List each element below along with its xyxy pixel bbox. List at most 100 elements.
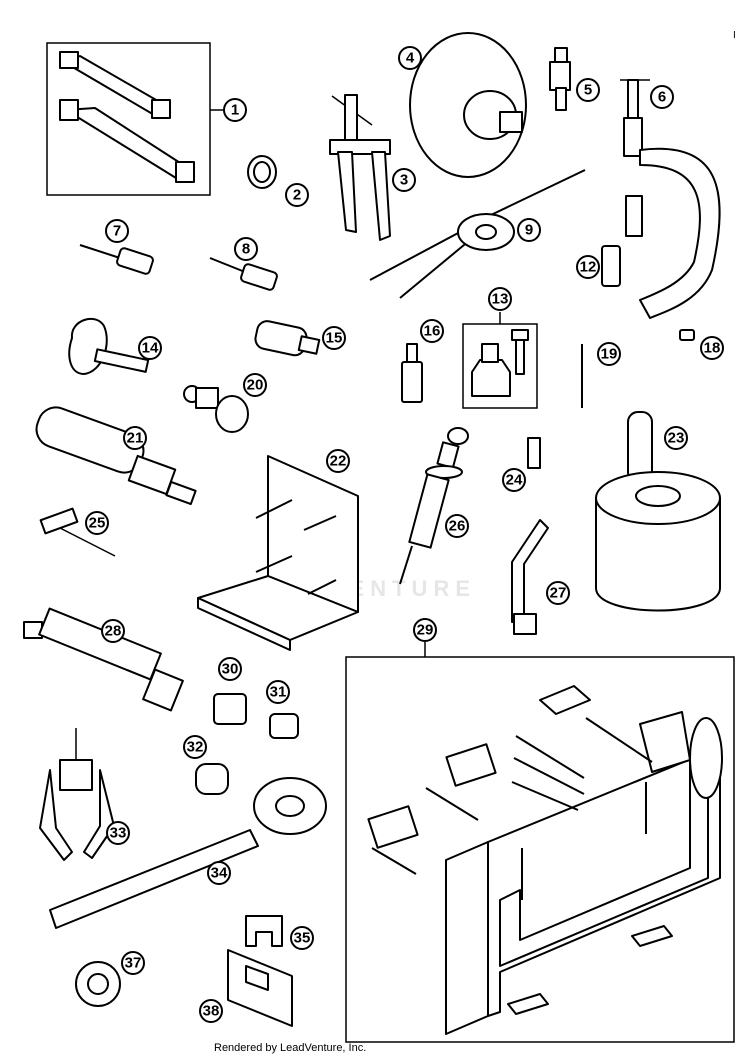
svg-text:23: 23 — [668, 430, 685, 447]
part-1-press-tool — [595, 411, 721, 612]
callout-25: 20 — [243, 373, 267, 397]
callout-29: 6 — [650, 85, 674, 109]
callout-34: 16 — [420, 319, 444, 343]
svg-text:1: 1 — [231, 102, 239, 119]
part-7-pin — [79, 244, 154, 275]
part-6-ring — [247, 155, 277, 189]
callout-6: 2 — [285, 183, 309, 207]
part-2-bearing — [471, 329, 529, 397]
svg-text:34: 34 — [211, 865, 228, 882]
callout-37: 35 — [290, 926, 314, 950]
svg-text:4: 4 — [406, 50, 415, 67]
svg-text:25: 25 — [89, 515, 106, 532]
svg-text:22: 22 — [330, 453, 347, 470]
callout-24: 8 — [234, 237, 258, 261]
svg-text:29: 29 — [417, 622, 434, 639]
part-14-sleeve — [601, 245, 621, 287]
svg-text:3: 3 — [400, 172, 408, 189]
part-27-puller — [39, 728, 115, 861]
svg-text:28: 28 — [105, 623, 122, 640]
callout-18: 31 — [266, 680, 290, 704]
part-32-plate — [409, 32, 527, 178]
part-25-adapter — [183, 385, 249, 433]
svg-text:2: 2 — [293, 187, 301, 204]
svg-text:19: 19 — [601, 346, 618, 363]
callout-23: 29 — [413, 618, 437, 642]
svg-text:16: 16 — [424, 323, 441, 340]
callout-30: 19 — [597, 342, 621, 366]
part-19-wrench — [49, 777, 327, 929]
callout-12: 22 — [326, 449, 350, 473]
svg-text:20: 20 — [247, 377, 264, 394]
callout-33: 24 — [502, 468, 526, 492]
part-21-puller — [329, 94, 391, 241]
svg-text:38: 38 — [203, 1003, 220, 1020]
svg-text:24: 24 — [506, 472, 523, 489]
group-box-23 — [345, 656, 735, 1043]
callout-7: 7 — [105, 219, 129, 243]
callout-2: 13 — [488, 287, 512, 311]
part-3-hex-keys — [39, 507, 116, 557]
part-33-pin — [527, 437, 541, 469]
callout-35: 26 — [445, 514, 469, 538]
callout-13: 14 — [138, 336, 162, 360]
part-29-c-clamp — [620, 79, 721, 319]
part-16-bushing — [213, 693, 247, 725]
svg-text:35: 35 — [294, 930, 311, 947]
callout-4: 1 — [223, 98, 247, 122]
svg-text:18: 18 — [704, 340, 721, 357]
part-35-syringe — [399, 427, 469, 585]
part-18-bushing — [269, 713, 299, 739]
callout-20: 15 — [322, 326, 346, 350]
callout-21: 3 — [392, 168, 416, 192]
part-31-pin — [679, 329, 695, 341]
svg-text:27: 27 — [550, 585, 567, 602]
part-9-cap — [75, 961, 121, 1007]
part-12-bracket — [197, 455, 359, 651]
svg-text:21: 21 — [127, 430, 144, 447]
callout-9: 37 — [121, 951, 145, 975]
part-20-sleeve — [254, 320, 321, 357]
svg-text:5: 5 — [584, 82, 592, 99]
part-15-cap — [195, 763, 229, 795]
callout-1: 23 — [664, 426, 688, 450]
callout-32: 4 — [398, 46, 422, 70]
svg-text:12: 12 — [580, 259, 597, 276]
part-22-tool — [549, 47, 571, 111]
part-37-plate — [245, 915, 283, 947]
callout-27: 33 — [106, 821, 130, 845]
callout-26: 28 — [101, 619, 125, 643]
callout-3: 25 — [85, 511, 109, 535]
svg-text:37: 37 — [125, 955, 142, 972]
part-8-drift — [35, 406, 197, 506]
part-24-pin — [209, 257, 278, 291]
svg-text:26: 26 — [449, 518, 466, 535]
part-34-bottle — [401, 343, 423, 403]
callout-22: 5 — [576, 78, 600, 102]
svg-text:32: 32 — [187, 739, 204, 756]
part-4-bolts — [59, 51, 195, 183]
svg-text:8: 8 — [242, 241, 250, 258]
render-credit: Rendered by LeadVenture, Inc. — [214, 1042, 367, 1054]
svg-text:13: 13 — [492, 291, 509, 308]
callout-19: 34 — [207, 861, 231, 885]
svg-text:7: 7 — [113, 223, 121, 240]
svg-text:33: 33 — [110, 825, 127, 842]
svg-text:30: 30 — [222, 661, 239, 678]
callout-38: 38 — [199, 999, 223, 1023]
callout-16: 30 — [218, 657, 242, 681]
group-box-4 — [46, 42, 211, 196]
svg-text:31: 31 — [270, 684, 287, 701]
part-28-bearing-puller — [369, 169, 586, 299]
callout-31: 18 — [700, 336, 724, 360]
part-38-block — [227, 949, 293, 1027]
callout-14: 12 — [576, 255, 600, 279]
part-23-engine-stand — [367, 685, 723, 1035]
svg-text:6: 6 — [658, 89, 666, 106]
part-13-knob — [68, 317, 150, 375]
svg-text:9: 9 — [525, 222, 533, 239]
callout-8: 21 — [123, 426, 147, 450]
svg-text:14: 14 — [142, 340, 159, 357]
svg-text:15: 15 — [326, 330, 343, 347]
